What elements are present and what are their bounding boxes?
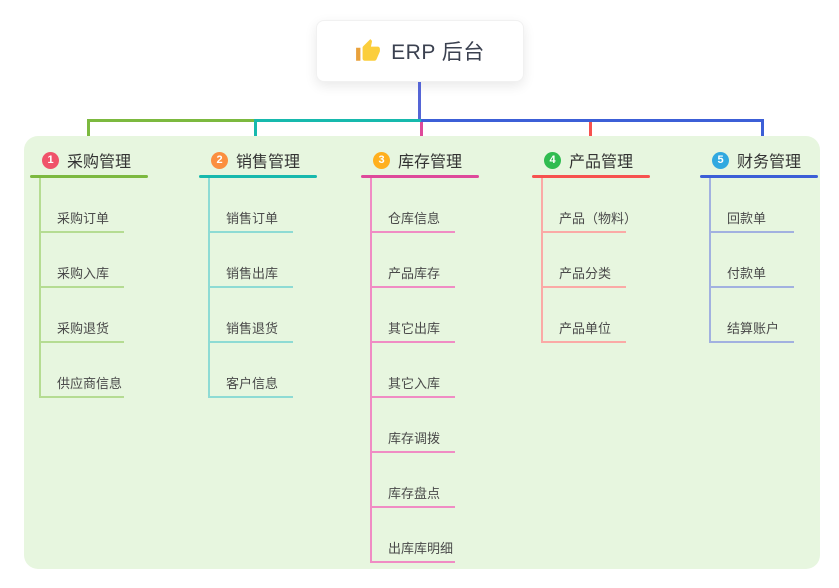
connector-drop-inventory (420, 122, 423, 142)
canvas-panel (24, 136, 820, 569)
child-node-label: 出库库明细 (388, 541, 454, 556)
child-node[interactable]: 产品单位 (541, 288, 626, 343)
branch-children: 仓库信息产品库存其它出库其它入库库存调拨库存盘点出库库明细 (370, 178, 479, 563)
child-node-label: 库存调拨 (388, 431, 441, 446)
child-node-label: 产品单位 (559, 321, 612, 336)
child-node[interactable]: 供应商信息 (39, 343, 124, 398)
child-node[interactable]: 其它出库 (370, 288, 455, 343)
branch-underline (30, 175, 148, 178)
child-node[interactable]: 回款单 (709, 178, 794, 233)
child-node[interactable]: 库存盘点 (370, 453, 455, 508)
branch-header[interactable]: 1 采购管理 (30, 148, 148, 172)
child-node-label: 采购订单 (57, 211, 110, 226)
connector-bus-green (87, 119, 255, 122)
branch-header[interactable]: 4 产品管理 (532, 148, 650, 172)
connector-bus-blue (421, 119, 764, 122)
connector-root-drop (418, 82, 421, 121)
child-node-label: 其它出库 (388, 321, 441, 336)
root-node[interactable]: ERP 后台 (316, 20, 524, 82)
branch-children: 采购订单采购入库采购退货供应商信息 (39, 178, 148, 398)
connector-drop-purchase (87, 119, 90, 142)
child-node-label: 产品库存 (388, 266, 441, 281)
connector-drop-finance (761, 119, 764, 142)
child-node[interactable]: 付款单 (709, 233, 794, 288)
branch-number-badge: 1 (42, 151, 59, 169)
child-node[interactable]: 产品（物料） (541, 178, 637, 233)
child-node-label: 仓库信息 (388, 211, 441, 226)
branch-header[interactable]: 2 销售管理 (199, 148, 317, 172)
branch-title: 产品管理 (569, 154, 634, 171)
child-node-label: 采购退货 (57, 321, 110, 336)
root-title: ERP 后台 (391, 41, 485, 64)
children-connector-line (541, 178, 543, 341)
branch-underline (199, 175, 317, 178)
child-node[interactable]: 采购订单 (39, 178, 124, 233)
child-node[interactable]: 仓库信息 (370, 178, 455, 233)
child-node-label: 产品分类 (559, 266, 612, 281)
child-node[interactable]: 客户信息 (208, 343, 293, 398)
branch-number-badge: 4 (544, 151, 561, 169)
child-node-label: 库存盘点 (388, 486, 441, 501)
branch-title: 财务管理 (737, 154, 802, 171)
thumbs-up-icon (356, 39, 381, 61)
children-connector-line (370, 178, 372, 561)
child-node-label: 付款单 (727, 266, 767, 281)
child-node[interactable]: 结算账户 (709, 288, 794, 343)
branch-1: 1 采购管理 采购订单采购入库采购退货供应商信息 (30, 148, 148, 398)
branch-title: 销售管理 (236, 154, 301, 171)
branch-number-badge: 5 (712, 151, 729, 169)
child-node-label: 销售出库 (226, 266, 279, 281)
branch-underline (361, 175, 479, 178)
branch-2: 2 销售管理 销售订单销售出库销售退货客户信息 (199, 148, 317, 398)
child-node-label: 销售订单 (226, 211, 279, 226)
child-node[interactable]: 产品库存 (370, 233, 455, 288)
branch-header[interactable]: 5 财务管理 (700, 148, 818, 172)
connector-bus-teal (255, 119, 421, 122)
branch-header[interactable]: 3 库存管理 (361, 148, 479, 172)
child-node-label: 产品（物料） (559, 211, 638, 226)
child-node[interactable]: 采购入库 (39, 233, 124, 288)
branch-title: 库存管理 (398, 154, 463, 171)
child-node[interactable]: 产品分类 (541, 233, 626, 288)
child-node[interactable]: 采购退货 (39, 288, 124, 343)
connector-drop-sales (254, 119, 257, 142)
branch-underline (532, 175, 650, 178)
branch-5: 5 财务管理 回款单付款单结算账户 (700, 148, 818, 343)
child-node[interactable]: 销售退货 (208, 288, 293, 343)
child-node-label: 供应商信息 (57, 376, 123, 391)
child-node-label: 其它入库 (388, 376, 441, 391)
child-node[interactable]: 出库库明细 (370, 508, 455, 563)
branch-children: 销售订单销售出库销售退货客户信息 (208, 178, 317, 398)
branch-number-badge: 2 (211, 151, 228, 169)
child-node[interactable]: 其它入库 (370, 343, 455, 398)
child-node-label: 采购入库 (57, 266, 110, 281)
child-node[interactable]: 库存调拨 (370, 398, 455, 453)
child-node[interactable]: 销售订单 (208, 178, 293, 233)
child-node-label: 客户信息 (226, 376, 279, 391)
child-node-label: 结算账户 (727, 321, 780, 336)
branch-underline (700, 175, 818, 178)
child-node-label: 回款单 (727, 211, 767, 226)
child-node[interactable]: 销售出库 (208, 233, 293, 288)
branch-4: 4 产品管理 产品（物料） 产品分类产品单位 (532, 148, 650, 343)
branch-children: 回款单付款单结算账户 (709, 178, 818, 343)
branch-3: 3 库存管理 仓库信息产品库存其它出库其它入库库存调拨库存盘点出库库明细 (361, 148, 479, 563)
branch-title: 采购管理 (67, 154, 132, 171)
branch-number-badge: 3 (373, 151, 390, 169)
connector-drop-product (589, 122, 592, 142)
child-node-label: 销售退货 (226, 321, 279, 336)
branch-children: 产品（物料） 产品分类产品单位 (541, 178, 650, 343)
children-connector-line (709, 178, 711, 341)
